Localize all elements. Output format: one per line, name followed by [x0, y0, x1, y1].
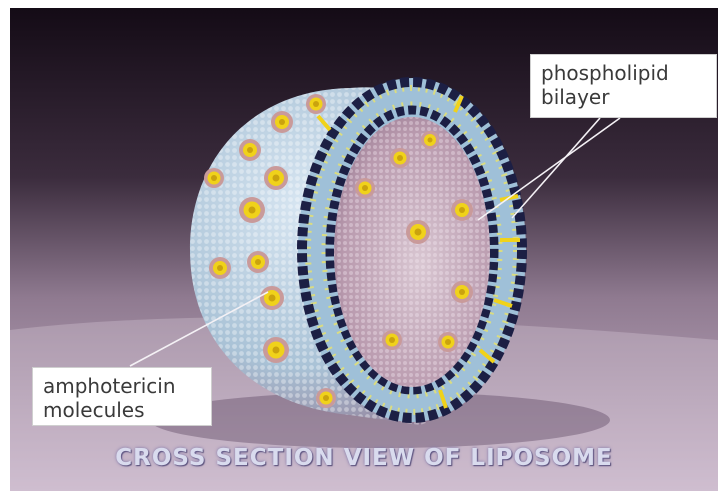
ampho-label-line1: amphotericin — [43, 374, 201, 398]
amphotericin-molecules-label: amphotericin molecules — [32, 367, 212, 426]
ampho-label-line2: molecules — [43, 398, 201, 422]
phospholipid-bilayer-label: phospholipid bilayer — [530, 54, 717, 118]
bilayer-label-line1: phospholipid — [541, 61, 706, 85]
caption-title: CROSS SECTION VIEW OF LIPOSOME — [0, 445, 728, 471]
bilayer-label-line2: bilayer — [541, 85, 706, 109]
